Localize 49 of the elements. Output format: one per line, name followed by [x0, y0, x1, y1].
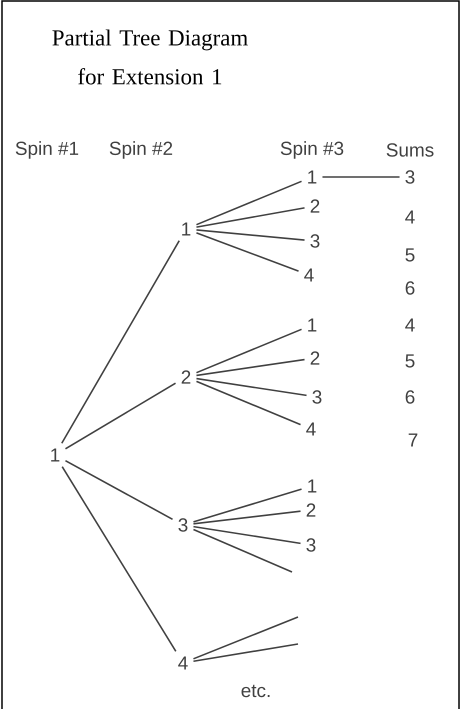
sum-value: 6	[406, 390, 414, 404]
number-label: 1	[182, 222, 190, 236]
tree-branch	[65, 382, 176, 450]
tree-branch	[196, 358, 305, 376]
sum-value: 7	[408, 434, 418, 446]
tree-branch	[65, 460, 173, 520]
tree-branch	[61, 240, 180, 444]
sum-value: 4	[405, 318, 415, 332]
tree-branch	[193, 488, 302, 523]
tree-branch	[193, 643, 298, 662]
number-label: 3	[312, 390, 322, 404]
tree-branch	[196, 180, 302, 226]
tree-branch	[193, 526, 301, 544]
number-label: 3	[306, 538, 316, 552]
tree-branch	[193, 510, 301, 525]
number-label: 4	[178, 656, 188, 670]
column-header: Sums	[386, 143, 434, 157]
tree-branch	[196, 328, 302, 374]
number-label: 1	[51, 448, 60, 462]
number-label: 2	[182, 370, 190, 384]
number-label: 1	[308, 170, 316, 184]
tree-branch	[196, 232, 299, 272]
number-label: 2	[310, 351, 320, 365]
tree-branch	[196, 380, 301, 426]
sum-value: 6	[406, 281, 414, 295]
number-label: 2	[310, 199, 320, 213]
sum-value: 5	[406, 248, 414, 262]
tree-branch	[193, 616, 298, 660]
number-label: 3	[405, 170, 414, 184]
column-header: Spin #3	[280, 141, 344, 159]
tree-branch	[196, 207, 305, 228]
number-label: 1	[308, 480, 316, 492]
note: etc.	[242, 684, 270, 698]
column-header: Spin #1	[16, 141, 78, 159]
tree-branch	[193, 528, 292, 573]
number-label: 3	[310, 234, 320, 248]
number-label: 2	[306, 503, 316, 517]
sum-value: 4	[405, 210, 415, 224]
sum-value: 5	[406, 354, 414, 368]
number-label: 1	[308, 318, 316, 332]
tree-branch	[62, 466, 176, 652]
tree-branch	[322, 176, 400, 178]
number-label: 3	[178, 518, 188, 532]
title: Partial Tree Diagram for Extension 1	[52, 30, 248, 84]
tree-branch	[196, 229, 305, 241]
number-label: 4	[306, 422, 316, 436]
tree-branch	[196, 378, 307, 396]
column-header: Spin #2	[110, 141, 172, 159]
number-label: 4	[304, 268, 314, 282]
